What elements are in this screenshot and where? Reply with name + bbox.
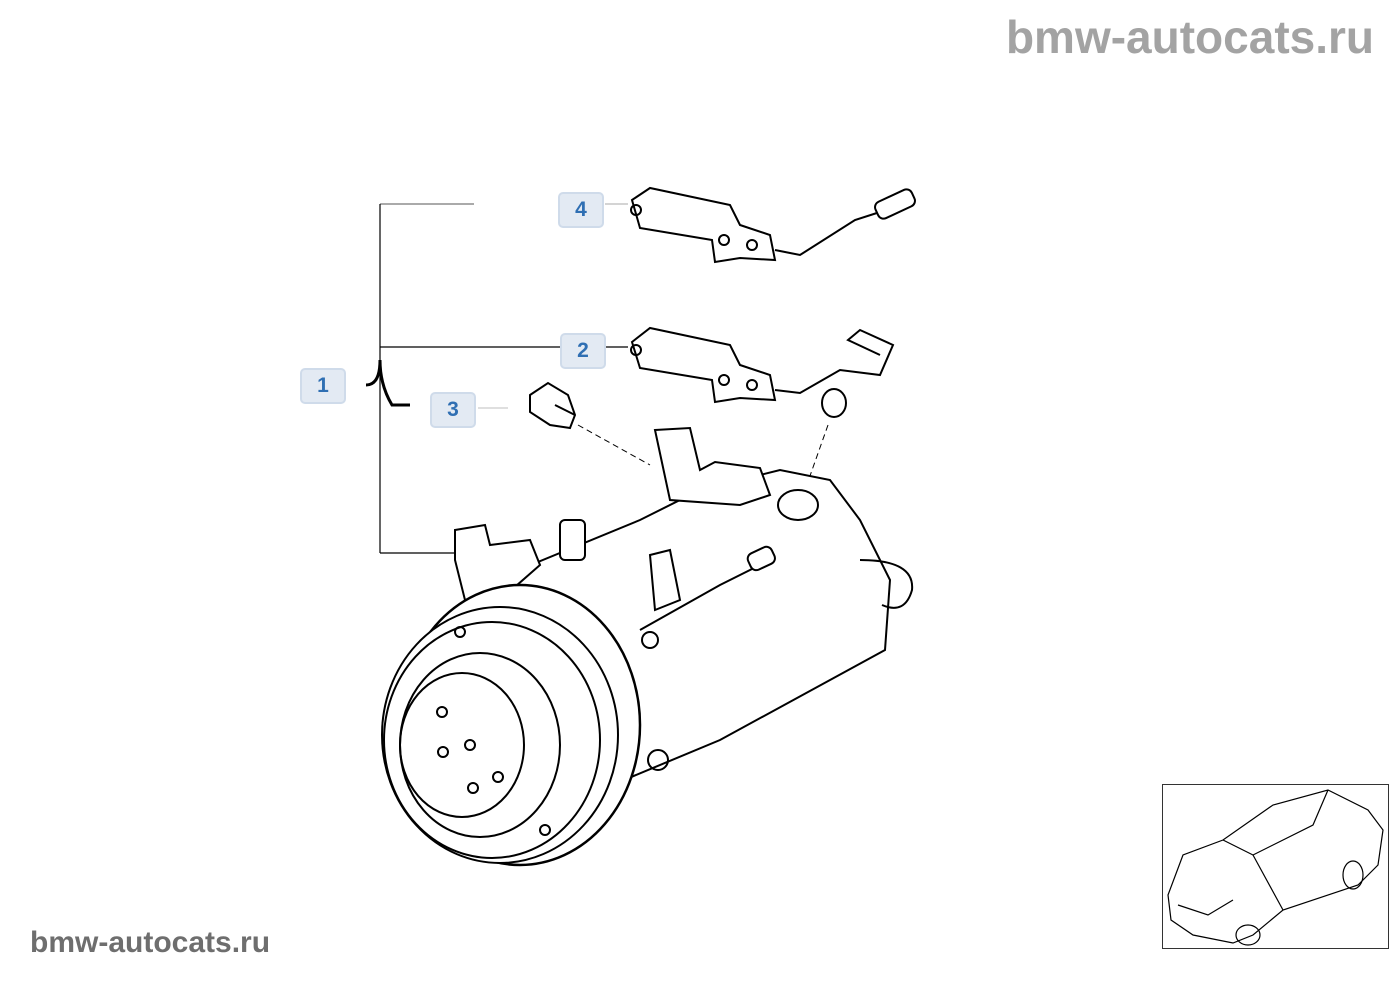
car-icon xyxy=(1167,789,1384,946)
callout-4[interactable]: 4 xyxy=(558,192,604,228)
compressor-drawing xyxy=(381,426,914,867)
watermark-top: bmw-autocats.ru xyxy=(1005,11,1374,63)
callout-2[interactable]: 2 xyxy=(560,333,606,369)
sensor-4-drawing xyxy=(630,186,916,264)
plug-3-drawing xyxy=(529,381,577,430)
sensor-2-drawing xyxy=(630,326,895,418)
bracket-lines xyxy=(365,203,829,554)
callout-3[interactable]: 3 xyxy=(430,392,476,428)
vehicle-thumbnail[interactable] xyxy=(1162,784,1389,949)
watermark-bottom: bmw-autocats.ru xyxy=(30,926,271,959)
callout-1[interactable]: 1 xyxy=(300,368,346,404)
